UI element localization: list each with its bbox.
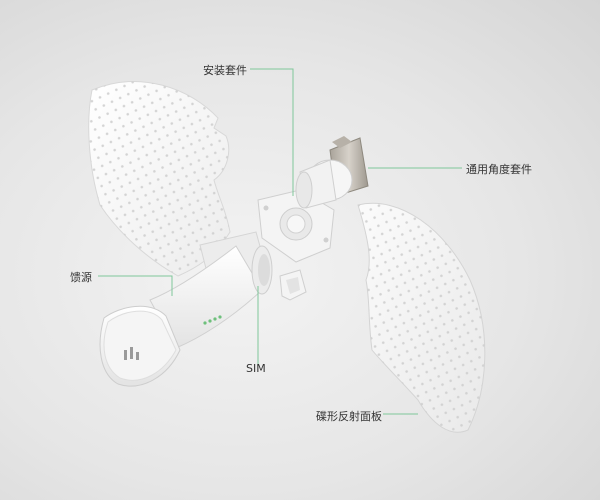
leader-feed <box>98 275 173 296</box>
feed-logo <box>124 347 139 360</box>
leader-mount-kit <box>250 68 294 196</box>
label-reflector: 碟形反射面板 <box>316 410 382 423</box>
label-tilt-kit: 通用角度套件 <box>466 163 532 176</box>
led-1 <box>203 321 207 325</box>
feed-assembly <box>99 231 273 387</box>
reflector-panel-front <box>357 202 486 433</box>
led-3 <box>213 317 217 321</box>
led-2 <box>208 319 212 323</box>
label-sim: SIM <box>246 362 266 375</box>
mount-kit-bracket <box>257 189 335 263</box>
tilt-kit <box>295 136 369 209</box>
led-4 <box>218 315 222 319</box>
sim-cover <box>279 269 307 301</box>
label-feed: 馈源 <box>70 271 92 284</box>
leader-lines <box>98 68 462 415</box>
status-leds <box>203 315 222 325</box>
reflector-panel-back <box>88 81 231 277</box>
label-mount-kit: 安装套件 <box>203 64 247 77</box>
